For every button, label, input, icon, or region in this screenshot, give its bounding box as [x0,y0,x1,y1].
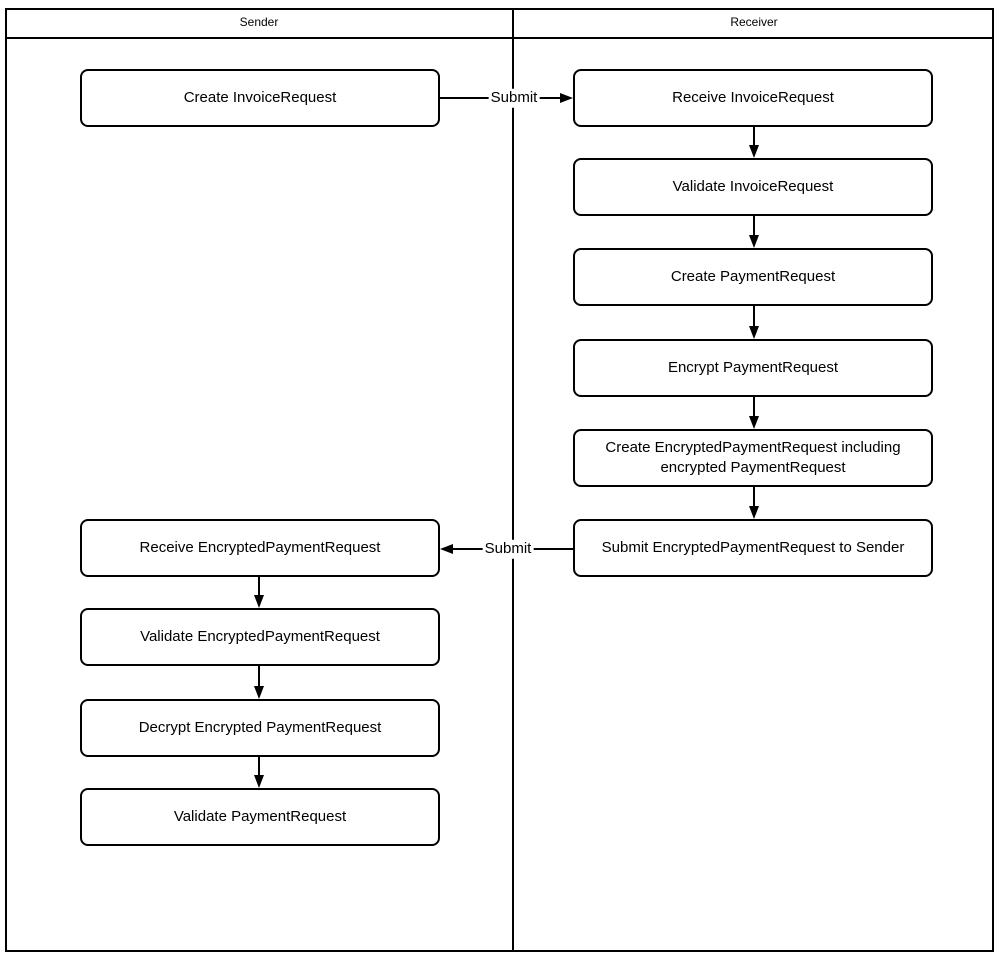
flow-box-encrypt-paymentrequest: Encrypt PaymentRequest [573,339,933,397]
flow-box-validate-invoicerequest: Validate InvoiceRequest [573,158,933,216]
flow-box-receive-invoicerequest: Receive InvoiceRequest [573,69,933,127]
arrowhead-down-icon [749,235,759,248]
flow-box-create-paymentrequest: Create PaymentRequest [573,248,933,306]
arrowhead-down-icon [749,326,759,339]
lane-title-receiver: Receiver [730,15,778,29]
lane-divider [512,8,514,952]
edge-line [753,487,755,508]
arrowhead-down-icon [749,416,759,429]
flow-box-validate-encryptedpaymentrequest: Validate EncryptedPaymentRequest [80,608,440,666]
arrowhead-down-icon [254,775,264,788]
edge-line [258,666,260,688]
arrowhead-right-icon [560,93,573,103]
flow-box-create-encryptedpaymentrequest: Create EncryptedPaymentRequest including… [573,429,933,487]
edge-line [258,577,260,597]
lane-header-underline [5,37,994,39]
edge-line [753,306,755,328]
flow-box-submit-encryptedpaymentrequest: Submit EncryptedPaymentRequest to Sender [573,519,933,577]
flow-box-validate-paymentrequest: Validate PaymentRequest [80,788,440,846]
edge-line [753,397,755,418]
arrowhead-down-icon [749,506,759,519]
flow-box-create-invoicerequest: Create InvoiceRequest [80,69,440,127]
lane-title-sender: Sender [239,15,279,29]
flow-box-decrypt-encrypted-paymentrequest: Decrypt Encrypted PaymentRequest [80,699,440,757]
arrowhead-down-icon [254,595,264,608]
edge-line [258,757,260,777]
edge-line [753,127,755,147]
edge-label-submit: Submit [482,539,534,559]
arrowhead-down-icon [749,145,759,158]
edge-label-submit: Submit [488,88,540,108]
arrowhead-down-icon [254,686,264,699]
flow-box-receive-encryptedpaymentrequest: Receive EncryptedPaymentRequest [80,519,440,577]
edge-line [753,216,755,237]
arrowhead-left-icon [440,544,453,554]
